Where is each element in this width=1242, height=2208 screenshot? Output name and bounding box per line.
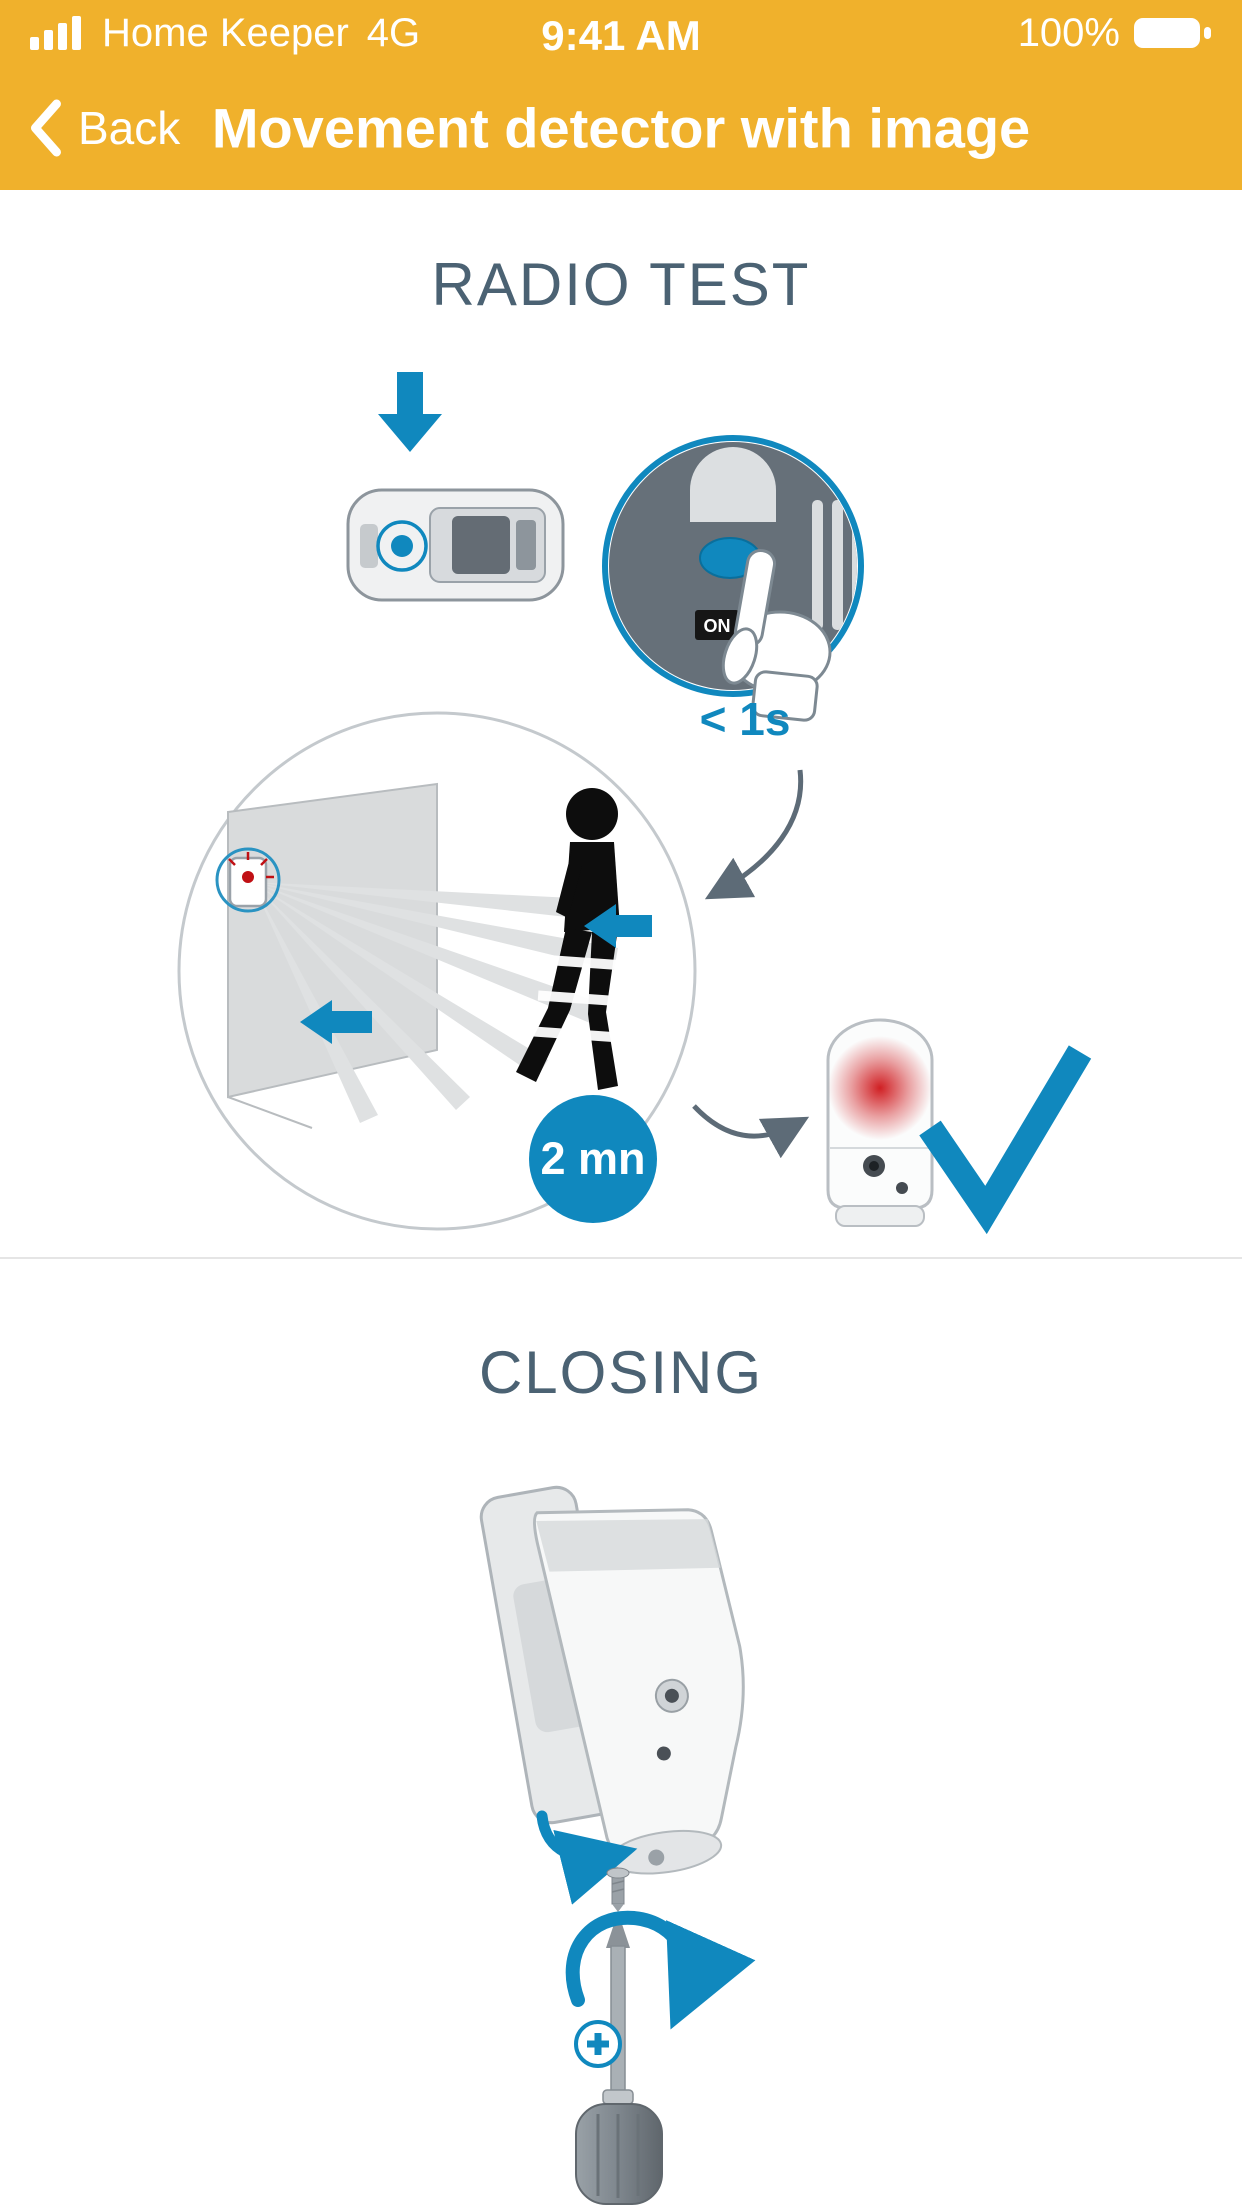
arrow-to-detector-icon — [692, 1104, 810, 1159]
section-title-radio-test: RADIO TEST — [431, 251, 811, 318]
status-bar: Home Keeper 4G 9:41 AM 100% — [0, 0, 1242, 66]
on-button-label: ON — [704, 616, 731, 636]
status-time: 9:41 AM — [541, 12, 701, 59]
app-header: Home Keeper 4G 9:41 AM 100% Back — [0, 0, 1242, 190]
radio-test-illustration: ON — [0, 360, 1242, 1260]
test-duration-label: 2 mn — [540, 1133, 646, 1184]
detector-back-illustration — [346, 488, 565, 602]
arrow-to-scene-icon — [704, 769, 804, 900]
page-title: Movement detector with image — [211, 96, 1031, 160]
battery-percent-label: 100% — [1017, 10, 1120, 55]
movement-arrow-icon — [584, 904, 652, 948]
section-title-closing: CLOSING — [478, 1339, 764, 1406]
back-button[interactable]: Back — [28, 99, 180, 157]
cellular-signal-icon — [30, 16, 81, 50]
carrier-label: Home Keeper — [102, 10, 349, 55]
network-type-label: 4G — [366, 10, 421, 55]
timer-badge — [529, 1095, 657, 1223]
button-zoom-illustration: ON — [602, 435, 864, 722]
detector-alert-illustration — [826, 1018, 934, 1227]
rotate-arrow-icon — [565, 1910, 756, 2030]
pressing-hand-icon — [721, 548, 832, 722]
back-label: Back — [78, 102, 181, 154]
close-arrow-icon — [536, 1810, 638, 1905]
closing-detector-illustration — [479, 1485, 745, 1905]
nav-bar: Back Movement detector with image — [0, 66, 1242, 190]
press-location-arrow-icon — [378, 372, 442, 452]
closing-illustration — [0, 1460, 1242, 2208]
phillips-screw-icon — [574, 2020, 622, 2068]
detection-scene-illustration — [177, 711, 697, 1231]
battery-icon — [1134, 18, 1211, 48]
back-chevron-icon — [30, 99, 61, 157]
screw-icon — [606, 1867, 630, 1912]
checkmark-icon — [919, 1045, 1092, 1235]
press-duration-label: < 1s — [699, 693, 791, 745]
section-divider — [0, 1257, 1242, 1259]
movement-arrow-icon — [300, 1000, 372, 1044]
